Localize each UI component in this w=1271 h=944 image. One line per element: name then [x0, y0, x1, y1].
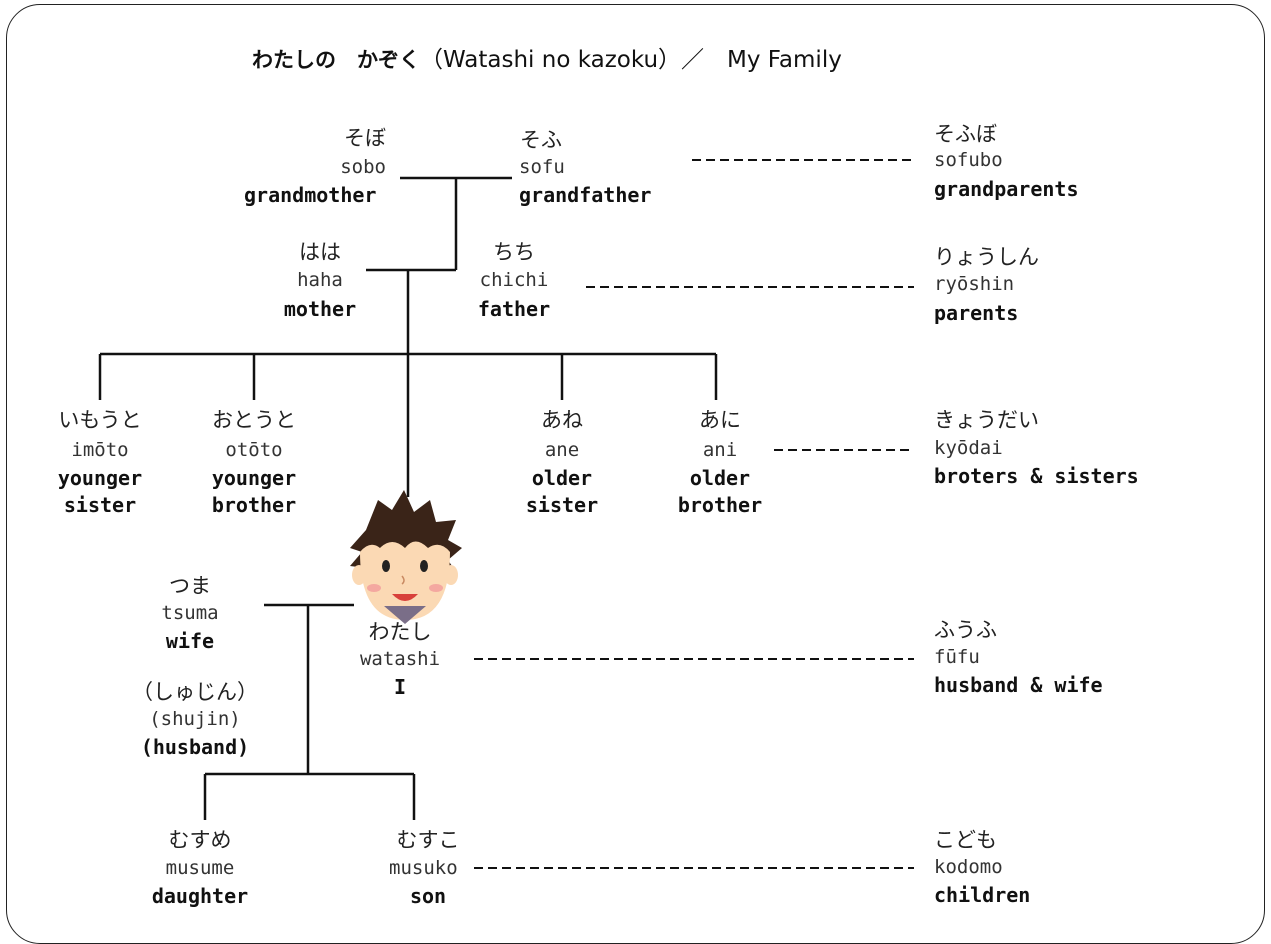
group-sofubo-english: grandparents — [934, 177, 1079, 201]
musume-romaji: musume — [165, 857, 235, 879]
boy-face-icon — [350, 490, 462, 624]
tsuma-japanese: つま — [169, 574, 211, 598]
group-ryoshin-japanese: りょうしん — [934, 245, 1039, 269]
imoto-romaji: imōto — [71, 439, 129, 461]
imoto-english-line2: sister — [63, 493, 137, 517]
imoto-japanese: いもうと — [58, 408, 142, 432]
group-sofubo-romaji: sofubo — [934, 149, 1003, 171]
musuko-romaji: musuko — [389, 857, 458, 879]
sofu-japanese: そふ — [520, 128, 562, 152]
shujin-japanese: （しゅじん） — [132, 680, 258, 704]
haha-japanese: はは — [299, 240, 341, 264]
musuko-english: son — [409, 884, 447, 908]
ani-romaji: ani — [702, 439, 738, 461]
group-ryoshin-romaji: ryōshin — [934, 273, 1015, 295]
title-japanese: わたしの かぞく — [252, 48, 420, 72]
group-sofubo-japanese: そふぼ — [934, 122, 997, 146]
sobo-romaji: sobo — [340, 156, 386, 178]
ani-english-line1: older — [689, 466, 751, 490]
group-kyodai-japanese: きょうだい — [934, 408, 1039, 432]
group-kodomo-english: children — [934, 883, 1031, 907]
ototo-romaji: otōto — [225, 439, 283, 461]
group-fufu-japanese: ふうふ — [934, 618, 997, 642]
sofu-english: grandfather — [519, 183, 652, 207]
chichi-japanese: ちち — [493, 240, 535, 264]
ane-japanese: あね — [541, 408, 583, 432]
sobo-japanese: そぼ — [344, 126, 386, 150]
tsuma-english: wife — [165, 629, 215, 653]
member-sobo: そぼ — [300, 122, 386, 152]
imoto-english-line1: younger — [57, 466, 143, 490]
musuko-japanese: むすこ — [396, 828, 460, 852]
ane-english-line2: sister — [525, 493, 599, 517]
watashi-japanese: わたし — [368, 620, 432, 644]
watashi-romaji: watashi — [359, 648, 441, 670]
tsuma-romaji: tsuma — [161, 602, 219, 624]
ani-english-line2: brother — [677, 493, 763, 517]
chichi-romaji: chichi — [479, 269, 549, 291]
shujin-english: (husband) — [140, 735, 250, 759]
musume-japanese: むすめ — [168, 828, 232, 852]
musume-english: daughter — [151, 884, 249, 908]
group-kodomo-japanese: こども — [934, 828, 997, 852]
group-fufu-english: husband & wife — [934, 673, 1103, 697]
chichi-english: father — [477, 297, 551, 321]
haha-romaji: haha — [297, 269, 343, 291]
group-ryoshin-english: parents — [934, 301, 1019, 325]
ane-romaji: ane — [544, 439, 580, 461]
group-fufu-romaji: fūfu — [934, 646, 980, 668]
title-romaji-english: （Watashi no kazoku）／ My Family — [420, 47, 842, 73]
watashi-english: I — [393, 675, 407, 699]
group-kodomo-romaji: kodomo — [934, 856, 1003, 878]
shujin-romaji: (shujin) — [149, 708, 241, 730]
ane-english-line1: older — [531, 466, 593, 490]
sobo-english: grandmother — [244, 183, 377, 207]
ototo-english-line1: younger — [211, 466, 297, 490]
ototo-english-line2: brother — [211, 493, 297, 517]
haha-english: mother — [283, 297, 357, 321]
group-kyodai-english: broters & sisters — [934, 464, 1139, 488]
ototo-japanese: おとうと — [212, 408, 296, 432]
sofu-romaji: sofu — [519, 156, 565, 178]
group-kyodai-romaji: kyōdai — [934, 437, 1003, 459]
page-title: わたしの かぞく（Watashi no kazoku）／ My Family — [252, 40, 842, 74]
ani-japanese: あに — [699, 408, 741, 432]
